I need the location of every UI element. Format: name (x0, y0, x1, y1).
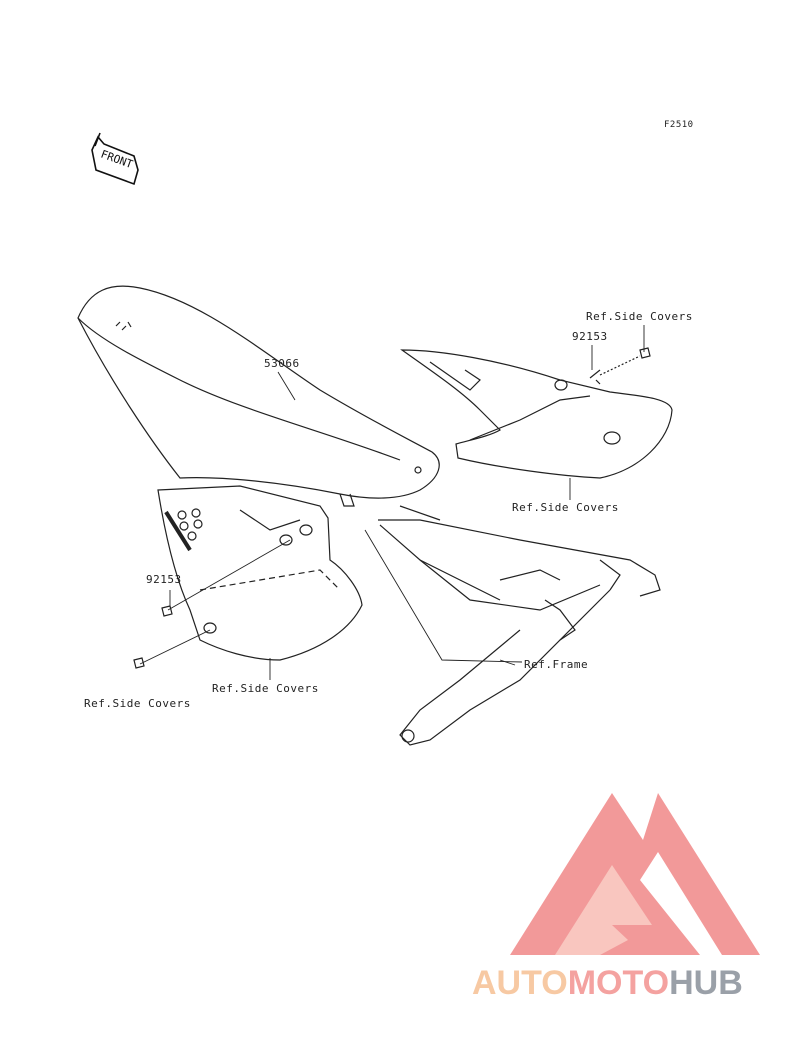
watermark-part-hub: HUB (669, 964, 743, 1002)
watermark-part-moto: MOTO (567, 964, 670, 1002)
watermark-part-auto: AUTO (472, 964, 568, 1002)
front-arrow-icon: FRONT (91, 132, 139, 186)
part-number-bolt-front[interactable]: 92153 (146, 573, 182, 586)
watermark-text: AUTOMOTOHUB (472, 964, 743, 1003)
part-number-bolt-rear[interactable]: 92153 (572, 330, 608, 343)
ref-side-covers-left[interactable]: Ref.Side Covers (84, 697, 191, 710)
ref-side-covers-rear[interactable]: Ref.Side Covers (512, 501, 619, 514)
diagram-code: F2510 (664, 120, 694, 130)
ref-side-covers-front[interactable]: Ref.Side Covers (212, 682, 319, 695)
ref-frame[interactable]: Ref.Frame (524, 658, 589, 671)
ref-side-covers-top[interactable]: Ref.Side Covers (586, 310, 693, 323)
leader-lines (139, 325, 645, 680)
seat-part (77, 285, 440, 507)
frame-part (378, 505, 661, 746)
automotohub-logo (510, 793, 760, 955)
part-number-seat[interactable]: 53066 (264, 357, 300, 370)
rear-side-cover-part (400, 347, 673, 479)
